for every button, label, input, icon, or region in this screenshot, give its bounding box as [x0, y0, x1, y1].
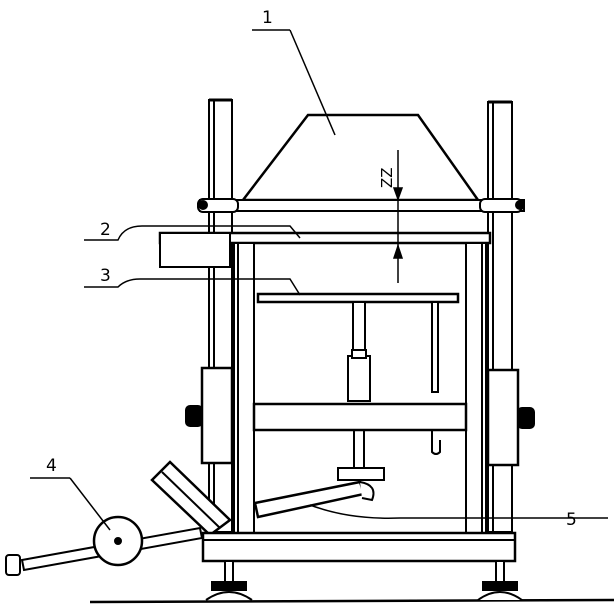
leader-lines [30, 29, 608, 531]
upper-platform-part-2 [158, 231, 492, 268]
top-crossbar [197, 198, 525, 213]
hook [431, 430, 441, 455]
callout-5: 5 [566, 510, 577, 530]
left-clamp [185, 366, 234, 465]
right-clamp [486, 368, 535, 467]
central-column [347, 301, 371, 476]
tray-part-3 [256, 292, 460, 304]
inner-frame [233, 242, 487, 534]
ground-line [89, 598, 614, 604]
side-rod [431, 301, 439, 393]
right-post [487, 100, 513, 533]
leader-5 [309, 504, 608, 519]
zz-dimension-arrow [392, 150, 404, 283]
right-foot [477, 560, 523, 601]
callout-2: 2 [100, 220, 111, 240]
zz-label: ZZ [378, 167, 396, 188]
base-plate [201, 531, 517, 563]
leader-4-diag [69, 477, 111, 531]
callout-1: 1 [262, 8, 273, 28]
middle-beam [252, 402, 468, 432]
callout-4: 4 [46, 456, 57, 476]
handle-part-4 [5, 515, 204, 576]
left-foot [205, 560, 253, 601]
pivot-plate [337, 467, 385, 481]
leader-3 [84, 278, 301, 296]
lever-part-5 [253, 480, 375, 519]
inclined-chute [150, 460, 232, 537]
hood-part-1 [240, 113, 481, 202]
callout-3: 3 [100, 266, 111, 286]
left-post [208, 98, 233, 533]
leader-1-diag [289, 29, 336, 136]
leader-2 [84, 225, 301, 241]
